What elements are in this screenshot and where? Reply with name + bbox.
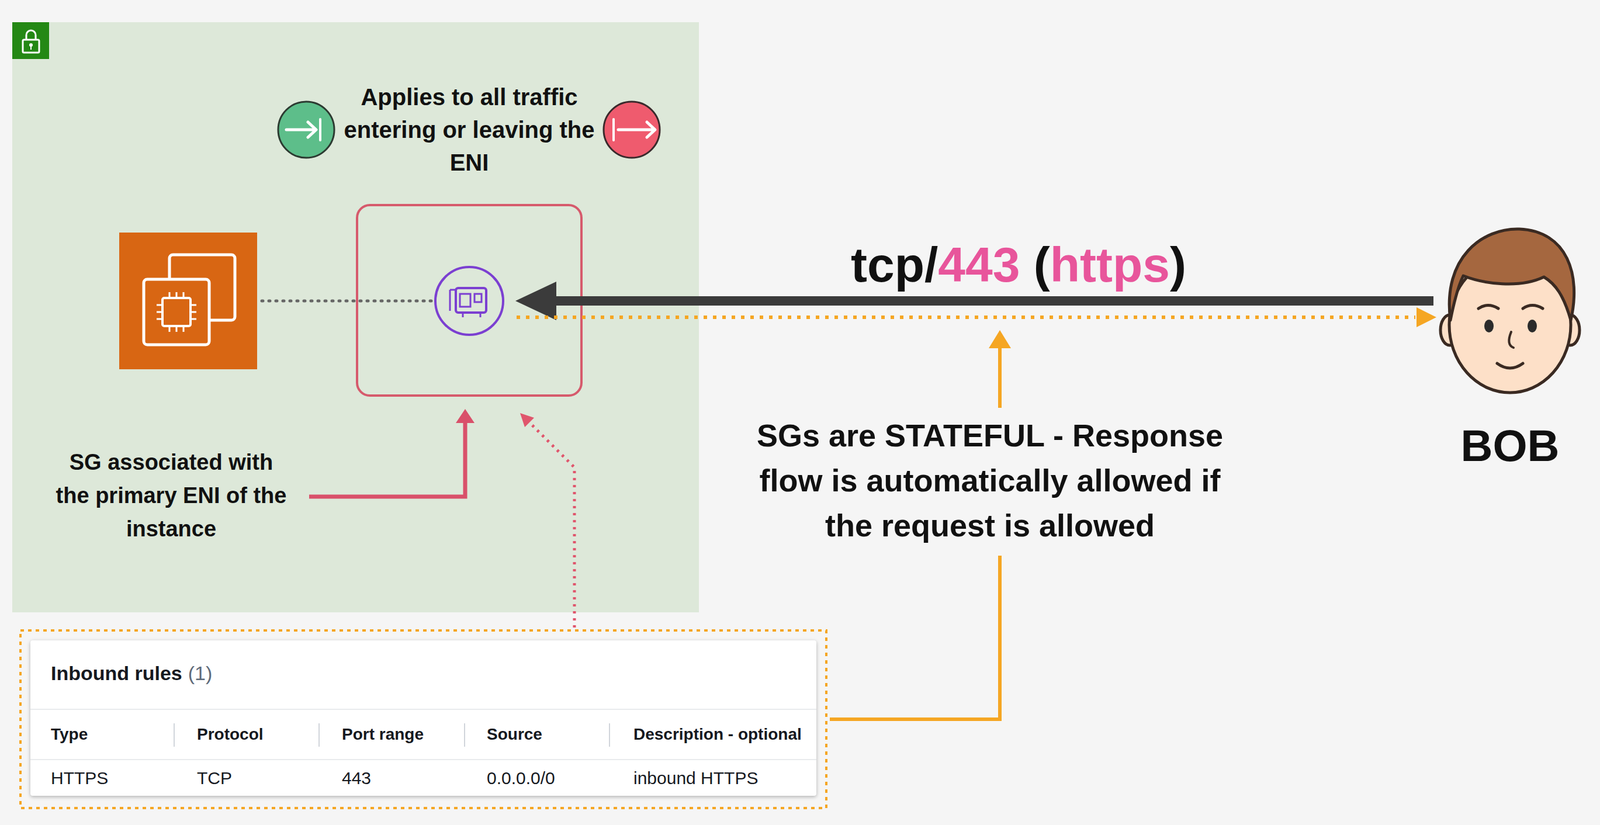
table-title: Inbound rules [50, 661, 183, 685]
column-header: Source [486, 725, 543, 744]
column-header: Port range [341, 725, 424, 744]
security-group-box [357, 205, 582, 396]
attachment-line [261, 299, 432, 303]
rules-table: Inbound rules(1) Type Protocol Port range So… [30, 640, 817, 796]
rules-leader-arrow [520, 413, 575, 628]
note-text: Applies to all traffic entering or leavi… [334, 80, 604, 179]
note-text: SG associated with the primary ENI of th… [51, 445, 292, 546]
vpc-ground [12, 22, 699, 613]
table-count: (1) [188, 661, 213, 685]
protocol-label: ( [1019, 239, 1050, 290]
ec2-icon [119, 232, 258, 370]
protocol-label: 443 [937, 239, 1020, 290]
sg-leader-arrow [309, 409, 475, 497]
column-divider [173, 723, 175, 747]
column-header: Description - optional [633, 725, 802, 744]
lock-icon [12, 22, 50, 60]
table-rule [30, 708, 817, 711]
vpc-panel: Applies to all traffic entering or leavi… [12, 22, 699, 613]
response-arrow [516, 307, 1437, 328]
outbound-icon [603, 101, 660, 158]
table-cell: 0.0.0.0/0 [486, 767, 556, 789]
person-label: BOB [1422, 422, 1598, 470]
table-cell: HTTPS [50, 767, 109, 789]
inbound-icon [278, 101, 335, 158]
protocol-label-row: tcp/443 (https) [843, 239, 1194, 290]
person-figure [1440, 229, 1580, 393]
eni-icon [435, 267, 504, 335]
column-header: Protocol [196, 725, 264, 744]
stateful-note: SGs are STATEFUL - Response flow is auto… [738, 413, 1242, 549]
table-cell: inbound HTTPS [633, 767, 758, 789]
protocol-label: ) [1169, 239, 1187, 290]
column-divider [608, 723, 611, 747]
table-cell: 443 [341, 767, 372, 789]
protocol-label: https [1050, 239, 1170, 290]
column-header: Type [50, 725, 88, 744]
table-rule [30, 759, 817, 761]
column-divider [463, 723, 466, 747]
rules-highlight [20, 630, 827, 809]
protocol-label: tcp/ [850, 239, 938, 290]
column-divider [318, 723, 320, 747]
table-cell: TCP [196, 767, 232, 789]
